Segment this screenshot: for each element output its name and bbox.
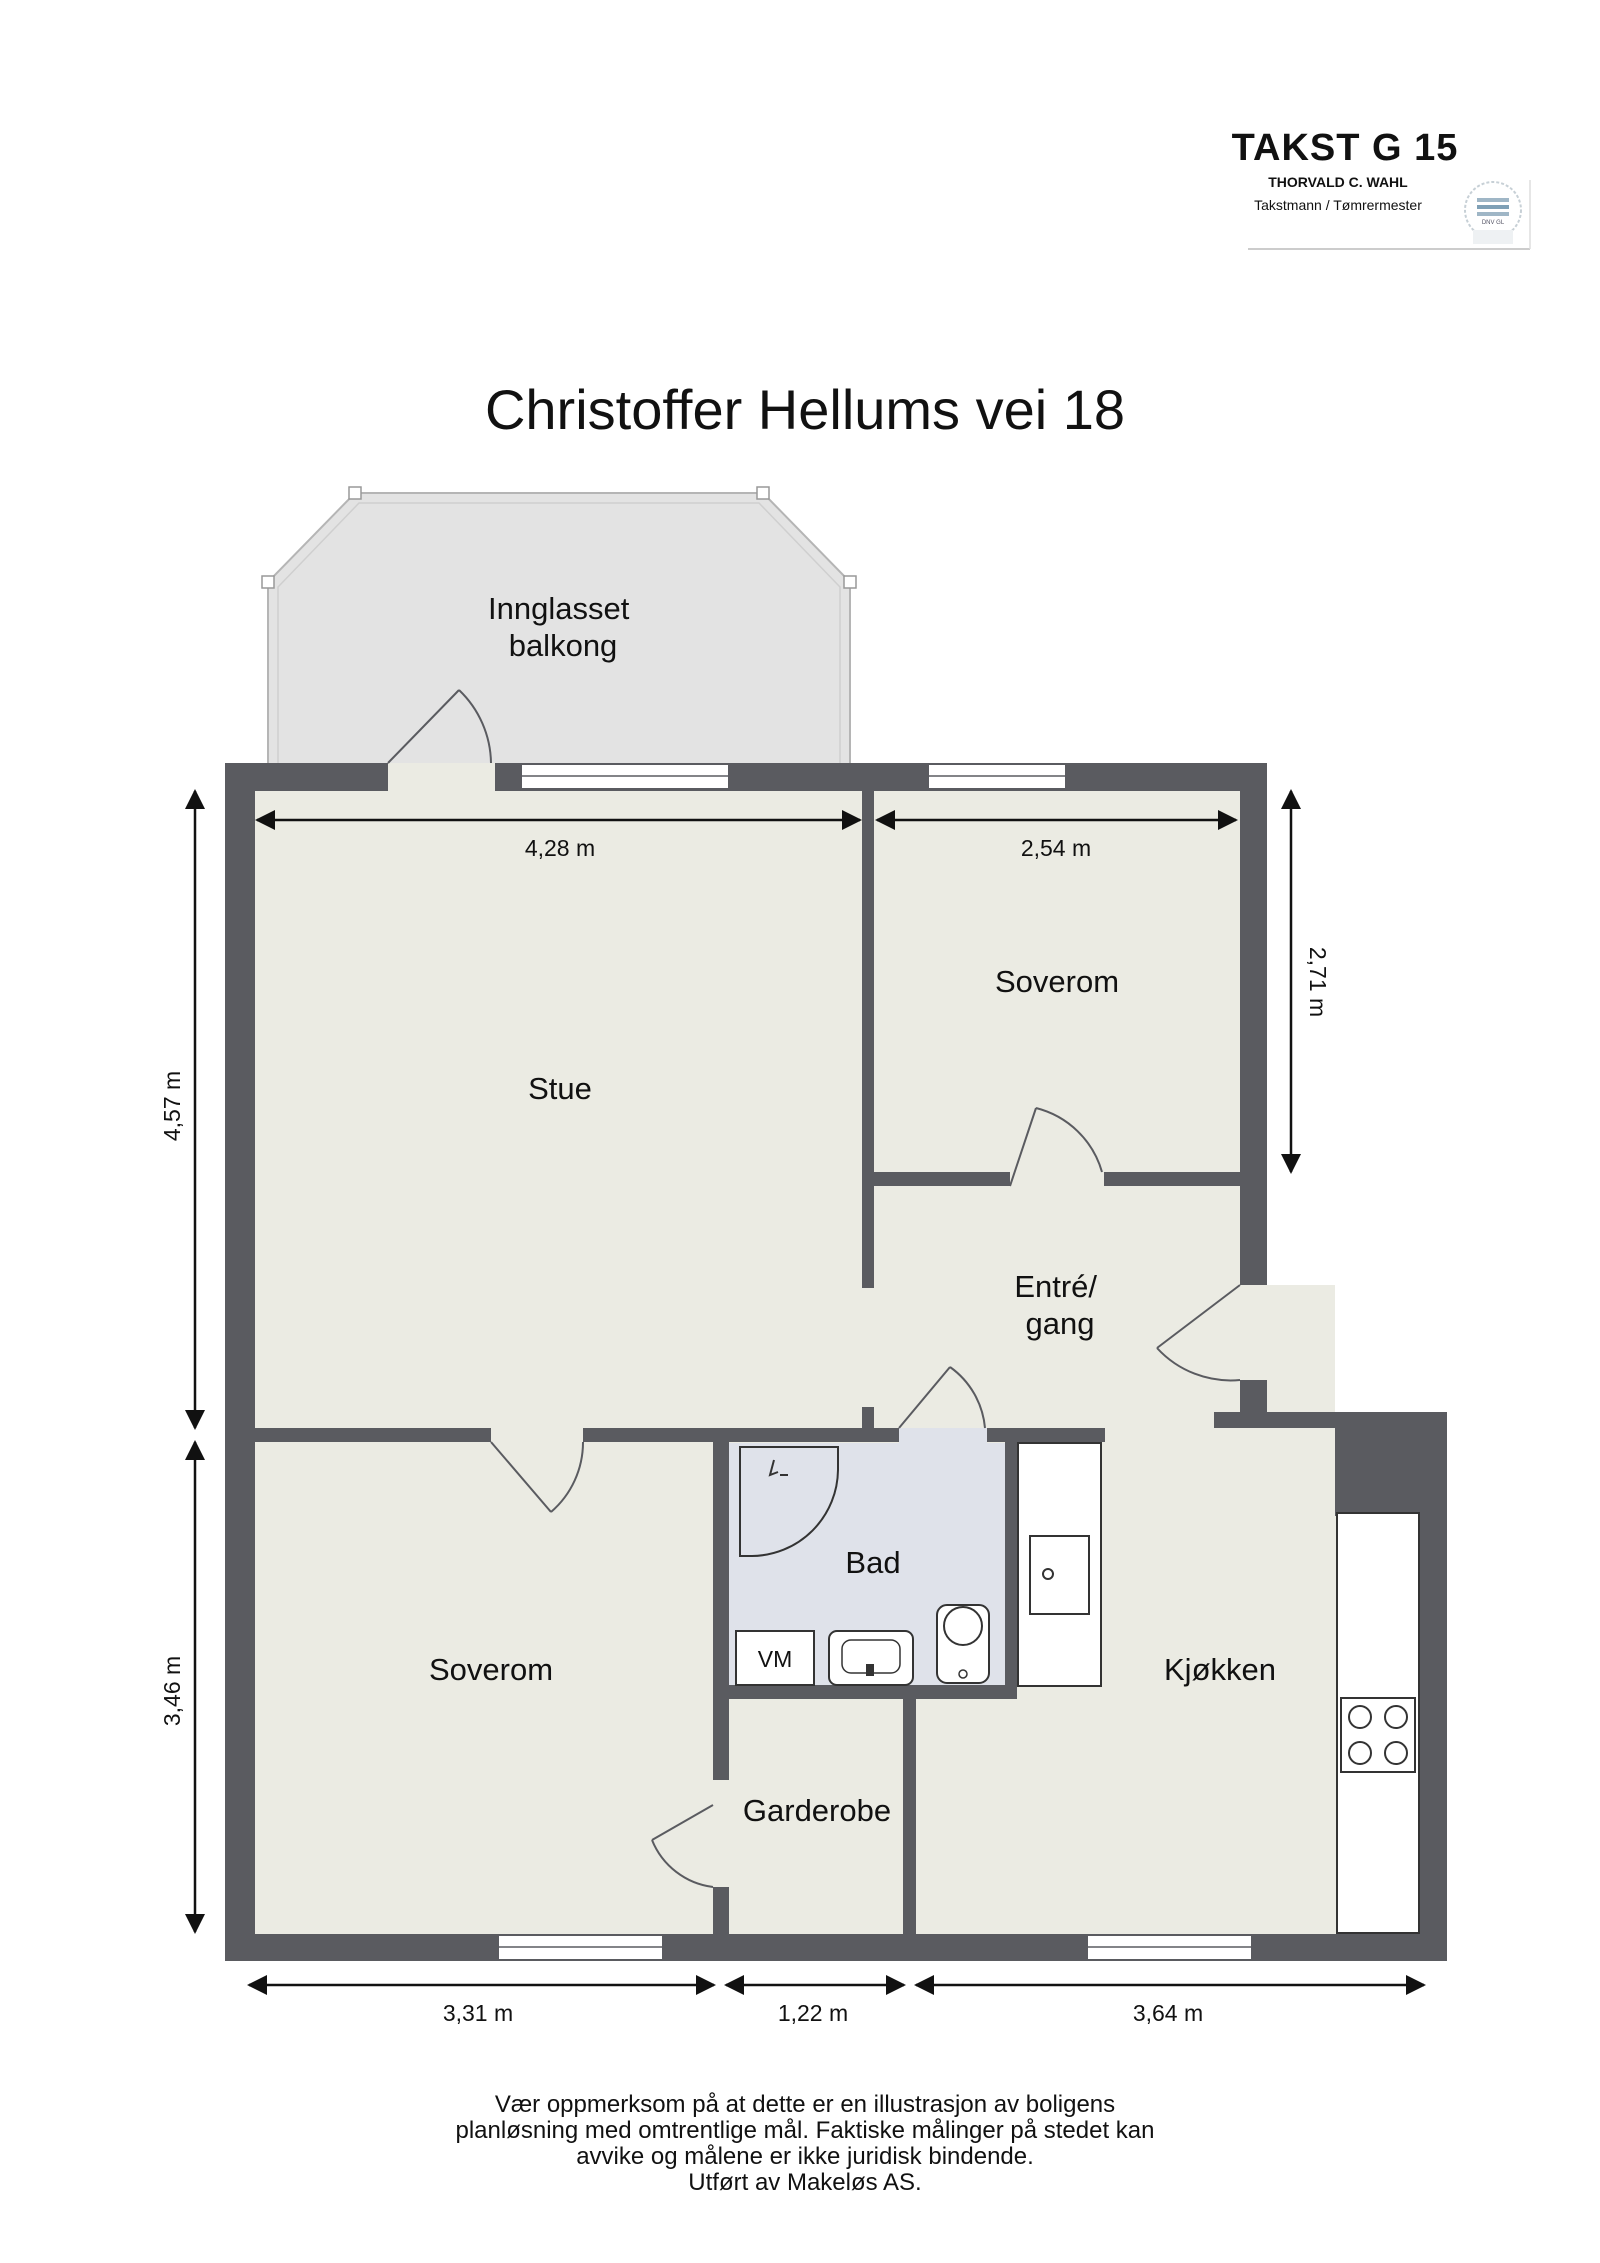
page-title: Christoffer Hellums vei 18 bbox=[485, 378, 1125, 441]
dim-living-width: 4,28 m bbox=[525, 835, 595, 861]
label-bedroom-bottom: Soverom bbox=[429, 1652, 553, 1687]
label-bedroom-top: Soverom bbox=[995, 964, 1119, 999]
logo-person: THORVALD C. WAHL bbox=[1268, 174, 1408, 190]
disclaimer-line-2: planløsning med omtrentlige mål. Faktisk… bbox=[456, 2117, 1155, 2144]
dim-left-lower: 3,46 m bbox=[159, 1656, 185, 1726]
label-balcony: Innglasset balkong bbox=[488, 591, 638, 663]
kitchen-sink-icon bbox=[1029, 1535, 1090, 1615]
washer-label: VM bbox=[758, 1646, 793, 1672]
logo-name: TAKST G 15 bbox=[1232, 127, 1459, 169]
label-balcony-line-2: balkong bbox=[509, 628, 618, 663]
disclaimer-line-4: Utført av Makeløs AS. bbox=[688, 2169, 921, 2196]
dim-bottom-right: 3,64 m bbox=[1133, 2000, 1203, 2026]
doors bbox=[387, 689, 1241, 1888]
floors bbox=[255, 791, 1408, 1934]
label-bath: Bad bbox=[845, 1545, 900, 1580]
dimension-lines bbox=[185, 789, 1426, 1995]
windows bbox=[497, 763, 1253, 1961]
label-hall-line-1: Entré/ bbox=[1014, 1269, 1097, 1304]
sink-icon bbox=[828, 1630, 914, 1686]
dim-bottom-left: 3,31 m bbox=[443, 2000, 513, 2026]
disclaimer: Vær oppmerksom på at dette er en illustr… bbox=[456, 2091, 1155, 2196]
disclaimer-line-1: Vær oppmerksom på at dette er en illustr… bbox=[495, 2091, 1115, 2118]
label-balcony-line-1: Innglasset bbox=[488, 591, 630, 626]
washer-icon bbox=[735, 1630, 815, 1686]
label-kitchen: Kjøkken bbox=[1164, 1652, 1276, 1687]
label-hall-line-2: gang bbox=[1026, 1306, 1095, 1341]
dim-left-upper: 4,57 m bbox=[159, 1071, 185, 1141]
logo-profession: Takstmann / Tømrermester bbox=[1254, 197, 1422, 213]
shower-icon bbox=[739, 1446, 839, 1557]
dnv-seal-icon: DNV GL bbox=[1464, 181, 1522, 244]
bath-fixtures: VM bbox=[735, 1446, 990, 1686]
dim-bedroom-top-width: 2,54 m bbox=[1021, 835, 1091, 861]
stove-icon bbox=[1340, 1697, 1416, 1773]
dim-bottom-mid: 1,22 m bbox=[778, 2000, 848, 2026]
seal-text: DNV GL bbox=[1482, 220, 1505, 226]
kitchen-fixtures bbox=[1017, 1442, 1420, 1934]
room-labels: Innglasset balkong Stue Soverom Entré/ g… bbox=[429, 591, 1276, 1828]
label-wardrobe: Garderobe bbox=[743, 1793, 891, 1828]
label-hall: Entré/ gang bbox=[1014, 1269, 1105, 1341]
company-logo: TAKST G 15 THORVALD C. WAHL Takstmann / … bbox=[1232, 127, 1531, 250]
disclaimer-line-3: avvike og målene er ikke juridisk binden… bbox=[576, 2143, 1034, 2170]
dim-bedroom-top-depth: 2,71 m bbox=[1305, 947, 1331, 1017]
label-living: Stue bbox=[528, 1071, 592, 1106]
dimension-labels: 4,28 m 2,54 m 2,71 m 4,57 m 3,46 m 3,31 … bbox=[159, 835, 1331, 2026]
